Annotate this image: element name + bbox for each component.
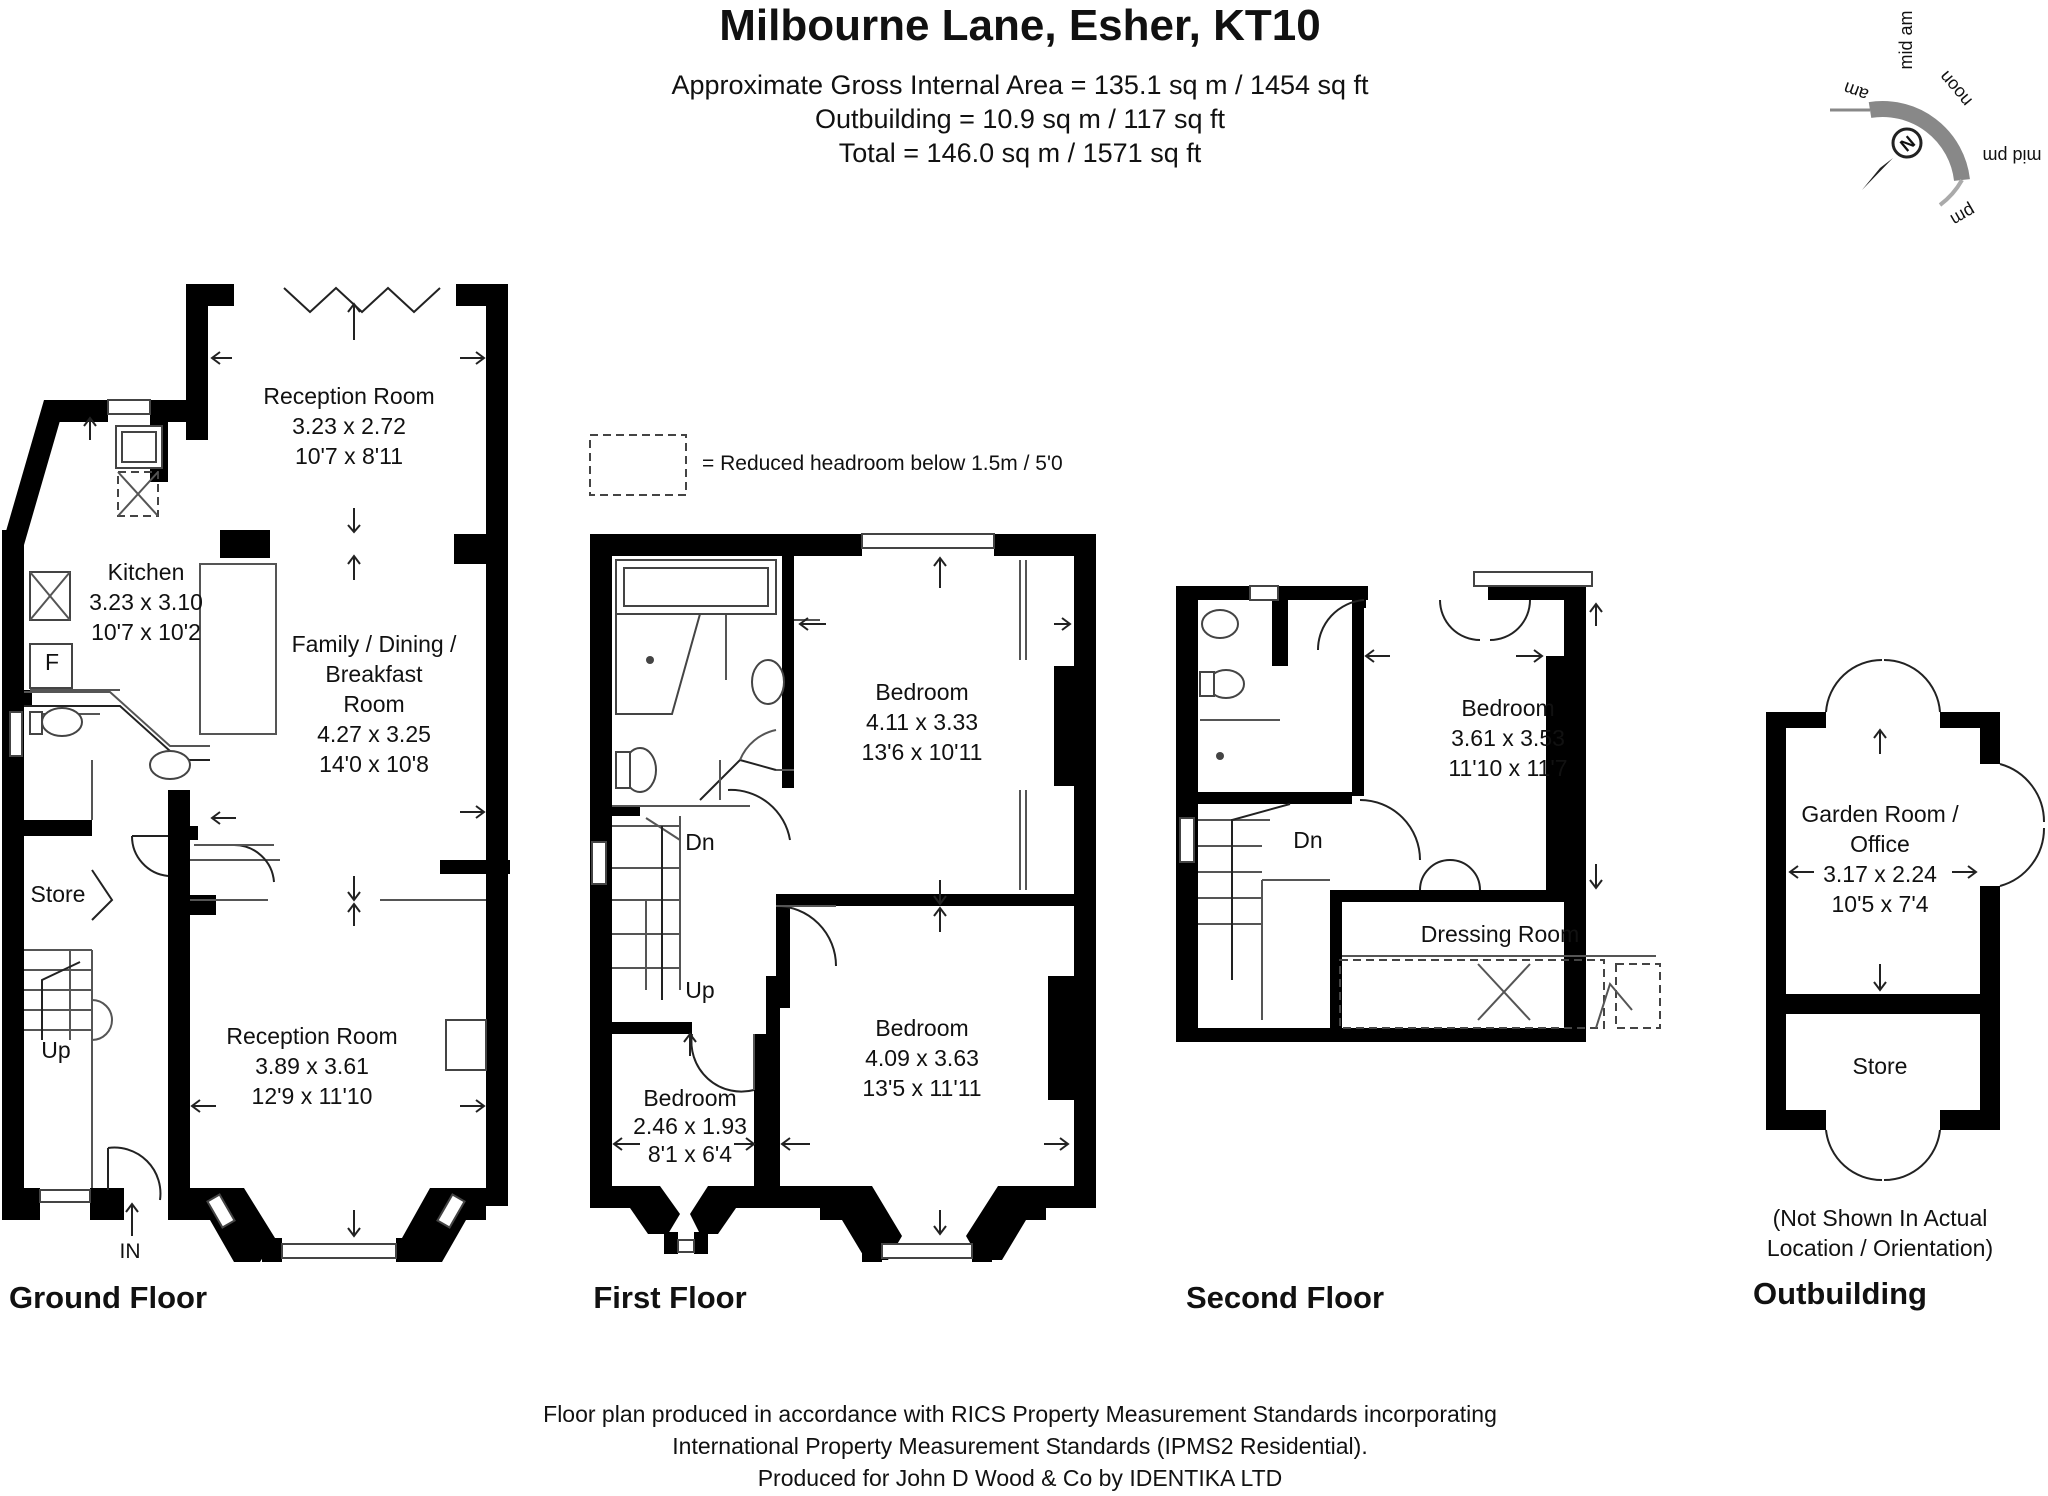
shower [615,613,702,715]
ground-wc-toilet [41,707,83,737]
gross-area-line: Approximate Gross Internal Area = 135.1 … [671,70,1369,100]
room-name: Bedroom [875,679,968,705]
ground-floor-plan: Reception Room 3.23 x 2.72 10'7 x 8'11 K… [2,284,510,1315]
room-imperial: 10'5 x 7'4 [1831,891,1928,917]
room-imperial: 8'1 x 6'4 [648,1141,732,1167]
north-circle [1891,127,1923,159]
stairs-down-label: Dn [1293,827,1322,853]
compass-am: am [1841,78,1871,105]
room-name: Kitchen [108,559,185,585]
reduced-headroom-legend: = Reduced headroom below 1.5m / 5'0 [702,452,1063,475]
page-title: Milbourne Lane, Esher, KT10 [719,1,1320,50]
dormer-window [1473,571,1593,587]
room-name: Reception Room [263,383,434,409]
first-floor-plan: Bedroom 4.11 x 3.33 13'6 x 10'11 Bedroom… [590,533,1096,1315]
first-stairs [612,816,681,1000]
outbuilding-note: Location / Orientation) [1767,1235,1993,1261]
stairs-down-label: Dn [685,829,714,855]
footer-line: Floor plan produced in accordance with R… [543,1401,1497,1427]
room-metric: 3.17 x 2.24 [1823,861,1937,887]
room-metric: 2.46 x 1.93 [633,1113,747,1139]
fridge-box [29,643,73,689]
footer-line: International Property Measurement Stand… [672,1433,1367,1459]
room-name: Room [343,691,404,717]
garden-room-door [1825,658,1883,713]
entrance-label: IN [120,1240,141,1263]
store-door [1825,1129,1883,1182]
room-metric: 4.11 x 3.33 [866,709,978,735]
floor-title: First Floor [593,1280,746,1315]
bifold-doors [283,286,441,314]
room-imperial: 10'7 x 8'11 [295,443,403,469]
stairs-up-label: Up [41,1037,70,1063]
front-door-swing [107,1146,162,1201]
compass-pm: pm [1947,200,1979,230]
room-imperial: 11'10 x 11'7 [1448,755,1567,781]
room-imperial: 13'6 x 10'11 [862,739,983,765]
room-name: Dressing Room [1421,921,1580,947]
room-name: Bedroom [643,1085,736,1111]
room-name: Store [1853,1053,1908,1079]
floor-title: Outbuilding [1753,1276,1927,1311]
sun-arc-end [1938,178,1964,207]
second-stairs [1198,803,1330,1020]
room-imperial: 13'5 x 11'11 [862,1075,981,1101]
compass-mid-am: mid am [1896,10,1916,69]
room-imperial: 12'9 x 11'10 [252,1083,373,1109]
room-name: Bedroom [1461,695,1554,721]
bay-window [881,1243,973,1259]
room-name: Office [1850,831,1910,857]
room-name: Breakfast [325,661,423,687]
reduced-headroom-swatch [589,434,687,496]
door-swing [130,835,169,877]
room-name: Garden Room / [1801,801,1959,827]
outbuilding-area-line: Outbuilding = 10.9 sq m / 117 sq ft [815,104,1225,134]
total-area-line: Total = 146.0 sq m / 1571 sq ft [839,138,1202,168]
bedroom-window [861,533,995,549]
room-metric: 3.89 x 3.61 [255,1053,369,1079]
room-metric: 3.23 x 3.10 [89,589,203,615]
outbuilding-note: (Not Shown In Actual [1773,1205,1988,1231]
reduced-headroom-area [1339,959,1605,1029]
door-swing [233,843,275,883]
room-metric: 4.27 x 3.25 [317,721,431,747]
room-imperial: 14'0 x 10'8 [319,751,429,777]
store-label: Store [31,881,86,907]
room-metric: 3.61 x 3.53 [1451,725,1565,751]
room-name: Reception Room [226,1023,397,1049]
ground-wc-basin [149,750,191,780]
bay-window [281,1243,397,1259]
second-floor-plan: Bedroom 3.61 x 3.53 11'10 x 11'7 Dressin… [1176,571,1661,1315]
compass-noon: noon [1935,67,1976,111]
compass-needle [1862,158,1893,190]
ground-stairs [24,950,113,1041]
wall [186,284,208,400]
footer-line: Produced for John D Wood & Co by IDENTIK… [758,1465,1283,1491]
fireplace [445,1019,487,1071]
room-name: Bedroom [875,1015,968,1041]
fridge-label: F [45,649,59,675]
room-metric: 3.23 x 2.72 [292,413,406,439]
kitchen-window [107,399,151,415]
basin [751,659,785,705]
stairs-up-label: Up [685,977,714,1003]
reduced-headroom-area [117,471,159,517]
room-imperial: 10'7 x 10'2 [91,619,201,645]
floor-title: Ground Floor [9,1280,207,1315]
room-name: Family / Dining / [292,631,457,657]
floor-title: Second Floor [1186,1280,1384,1315]
kitchen-island [199,563,277,735]
outbuilding-plan: Garden Room / Office 3.17 x 2.24 10'5 x … [1753,658,2046,1311]
compass: N am mid am noon mid pm pm [1830,10,2042,230]
room-metric: 4.09 x 3.63 [865,1045,979,1071]
basin [1201,609,1239,639]
compass-mid-pm: mid pm [1982,146,2041,166]
sun-arc-shaded [1868,101,1970,182]
